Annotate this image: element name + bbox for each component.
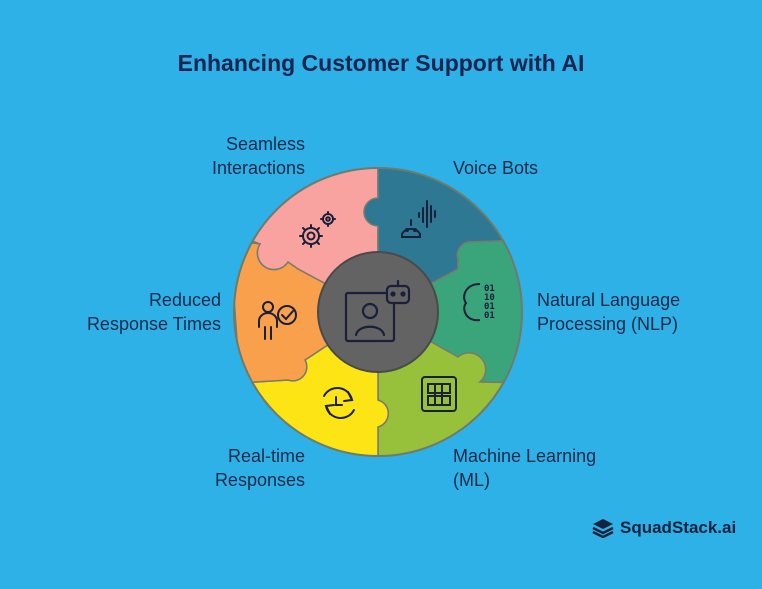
svg-text:10: 10	[484, 293, 495, 303]
stack-logo-icon	[592, 519, 614, 538]
grid-chip-icon	[421, 376, 457, 412]
label-reduced-response-times: Reduced Response Times	[40, 288, 221, 336]
label-line: Interactions	[211, 158, 305, 178]
label-line: Processing (NLP)	[537, 314, 679, 334]
segment-reduced-response-times	[234, 239, 380, 384]
label-real-time-responses: Real-time Responses	[150, 444, 305, 492]
label-line: Reduced	[148, 290, 221, 310]
label-line: Natural Language	[537, 290, 681, 310]
label-line: Voice Bots	[453, 158, 539, 178]
svg-text:01: 01	[484, 284, 495, 294]
clock-refresh-icon	[323, 386, 355, 420]
voice-bot-icon	[401, 200, 436, 238]
svg-text:01: 01	[484, 302, 495, 312]
label-line: Responses	[214, 470, 305, 490]
label-line: Real-time	[227, 446, 305, 466]
label-machine-learning: Machine Learning (ML)	[453, 444, 596, 492]
label-voice-bots: Voice Bots	[453, 156, 538, 180]
binary-brain-icon: 01 10 01 01	[463, 283, 495, 322]
gears-icon	[299, 211, 336, 248]
label-line: Machine Learning	[453, 446, 597, 466]
svg-text:01: 01	[484, 311, 495, 321]
brand-logo: SquadStack.ai	[592, 518, 736, 538]
label-line: Response Times	[86, 314, 221, 334]
person-robot-icon	[344, 279, 411, 343]
diagram-title: Enhancing Customer Support with AI	[177, 50, 585, 76]
label-line: (ML)	[453, 470, 490, 490]
label-nlp: Natural Language Processing (NLP)	[537, 288, 680, 336]
label-line: Seamless	[225, 134, 305, 154]
label-seamless-interactions: Seamless Interactions	[150, 132, 305, 180]
brand-text: SquadStack.ai	[620, 518, 737, 537]
person-check-icon	[258, 301, 297, 340]
